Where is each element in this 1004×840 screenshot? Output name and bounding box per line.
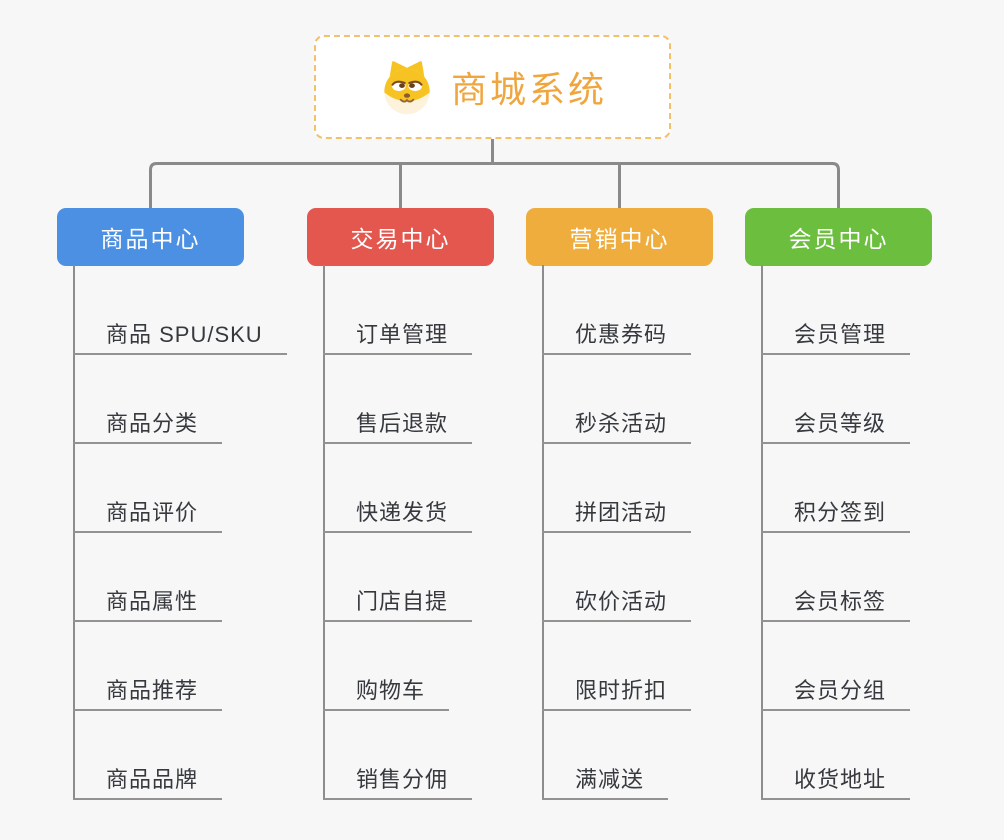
root-node[interactable]: 商城系统: [314, 35, 671, 139]
branch-product-center: 商品中心 商品 SPU/SKU 商品分类 商品评价 商品属性 商品推荐 商品品牌: [57, 0, 287, 840]
topic-item[interactable]: 拼团活动: [542, 497, 692, 533]
topic-item[interactable]: 收货地址: [761, 764, 911, 800]
topic-item[interactable]: 订单管理: [323, 319, 473, 355]
branch-member-center: 会员中心 会员管理 会员等级 积分签到 会员标签 会员分组 收货地址: [745, 0, 932, 840]
topic-item[interactable]: 商品属性: [73, 586, 223, 622]
topic-item[interactable]: 购物车: [323, 675, 450, 711]
topic-item[interactable]: 商品 SPU/SKU: [73, 319, 287, 355]
topic-item[interactable]: 商品推荐: [73, 675, 223, 711]
dog-face-icon: [384, 61, 430, 115]
topic-item[interactable]: 会员管理: [761, 319, 911, 355]
topic-item[interactable]: 商品分类: [73, 408, 223, 444]
topic-item[interactable]: 快递发货: [323, 497, 473, 533]
topic-item[interactable]: 会员分组: [761, 675, 911, 711]
topic-item[interactable]: 售后退款: [323, 408, 473, 444]
topic-item[interactable]: 销售分佣: [323, 764, 473, 800]
topic-item[interactable]: 会员等级: [761, 408, 911, 444]
topic-item[interactable]: 满减送: [542, 764, 669, 800]
topic-item[interactable]: 砍价活动: [542, 586, 692, 622]
topic-item[interactable]: 限时折扣: [542, 675, 692, 711]
branch-box-member-center[interactable]: 会员中心: [745, 208, 932, 266]
topic-item[interactable]: 会员标签: [761, 586, 911, 622]
root-title: 商城系统: [450, 69, 607, 110]
branch-box-marketing-center[interactable]: 营销中心: [526, 208, 713, 266]
topic-item[interactable]: 商品评价: [73, 497, 223, 533]
branch-marketing-center: 营销中心 优惠券码 秒杀活动 拼团活动 砍价活动 限时折扣 满减送: [526, 0, 713, 840]
branch-trade-center: 交易中心 订单管理 售后退款 快递发货 门店自提 购物车 销售分佣: [307, 0, 494, 840]
topic-item[interactable]: 积分签到: [761, 497, 911, 533]
topic-item[interactable]: 优惠券码: [542, 319, 692, 355]
topic-item[interactable]: 门店自提: [323, 586, 473, 622]
branch-box-trade-center[interactable]: 交易中心: [307, 208, 494, 266]
topic-item[interactable]: 秒杀活动: [542, 408, 692, 444]
bus-line: [149, 162, 840, 208]
topic-item[interactable]: 商品品牌: [73, 764, 223, 800]
branch-box-product-center[interactable]: 商品中心: [57, 208, 244, 266]
